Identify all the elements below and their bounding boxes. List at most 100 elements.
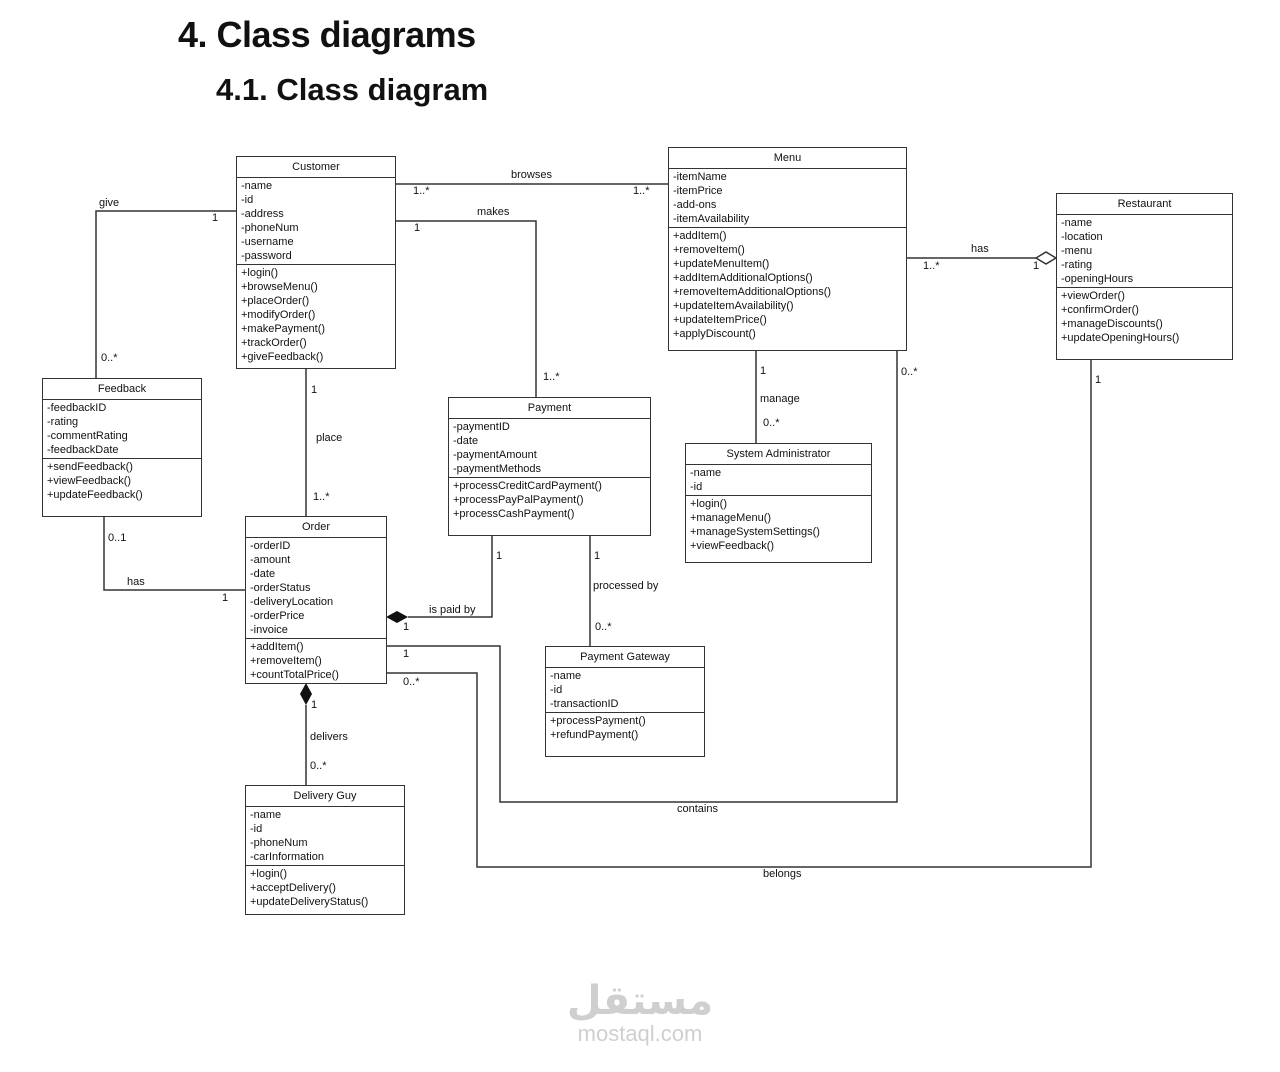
attribute: -orderPrice (250, 610, 305, 622)
multiplicity-delivers: 1 (311, 699, 318, 711)
multiplicity-delivers: 0..* (310, 760, 327, 772)
attribute: -name (250, 809, 282, 821)
association-label-contains: contains (677, 803, 718, 815)
attribute: -deliveryLocation (250, 596, 334, 608)
multiplicity-makes: 1 (414, 222, 421, 234)
watermark-latin: mostaql.com (577, 1021, 703, 1046)
method: +updateItemAvailability() (673, 300, 794, 312)
association-label-browses: browses (511, 169, 552, 181)
multiplicity-contains: 1 (403, 648, 410, 660)
association-label-give: give (99, 197, 120, 209)
class-restaurant: Restaurant-name-location-menu-rating-ope… (1056, 193, 1233, 360)
attributes: -name-id-address-phoneNum-username-passw… (237, 178, 395, 265)
attribute: -paymentMethods (453, 463, 542, 475)
method: +processCreditCardPayment() (453, 480, 602, 492)
attribute: -username (241, 236, 294, 248)
multiplicity-is-paid-by: 1 (496, 550, 503, 562)
multiplicity-belongs: 0..* (403, 676, 420, 688)
class-name: Payment (449, 398, 650, 419)
method: +processPayment() (550, 715, 646, 727)
association-label-makes: makes (477, 206, 510, 218)
association-label-is-paid-by: is paid by (429, 604, 476, 616)
method: +removeItemAdditionalOptions() (673, 286, 832, 298)
attributes: -paymentID-date-paymentAmount-paymentMet… (449, 419, 650, 478)
association-label-place: place (316, 432, 343, 444)
method: +browseMenu() (241, 281, 318, 293)
attribute: -id (690, 481, 703, 493)
methods: +login() +manageMenu() +manageSystemSettin… (686, 496, 871, 554)
attribute: -password (241, 250, 292, 262)
attributes: -itemName-itemPrice-add-ons-itemAvailabi… (669, 169, 906, 228)
attributes: -name -id (686, 465, 871, 496)
method: +makePayment() (241, 323, 326, 335)
association-label-manage: manage (760, 393, 800, 405)
class-delivery: Delivery Guy-name-id-phoneNum-carInforma… (245, 785, 405, 915)
method: +processPayPalPayment() (453, 494, 584, 506)
method: +sendFeedback() (47, 461, 133, 473)
multiplicity-is-paid-by: 1 (403, 621, 410, 633)
multiplicity-processed-by: 0..* (595, 621, 612, 633)
attribute: -openingHours (1061, 273, 1134, 285)
methods: +processCreditCardPayment() +processPayPa… (449, 478, 650, 522)
method: +confirmOrder() (1061, 304, 1139, 316)
method: +viewFeedback() (47, 475, 132, 487)
methods: +login()+browseMenu()+placeOrder()+modif… (237, 265, 395, 365)
multiplicity-has-menu: 1 (1033, 260, 1040, 272)
attribute: -rating (1061, 259, 1093, 271)
method: +giveFeedback() (241, 351, 324, 363)
attribute: -id (241, 194, 254, 206)
methods: +processPayment() +refundPayment() (546, 713, 704, 743)
method: +applyDiscount() (673, 328, 756, 340)
line-give (95, 210, 236, 378)
line-makes (395, 220, 537, 397)
attribute: -name (690, 467, 722, 479)
multiplicity-manage: 0..* (763, 417, 780, 429)
method: +login() (690, 498, 727, 510)
attribute: -id (550, 684, 563, 696)
attribute: -date (250, 568, 276, 580)
section-heading: 4. Class diagrams (178, 14, 476, 55)
multiplicity-has-feedback: 1 (222, 592, 229, 604)
class-feedback: Feedback-feedbackID-rating-commentRating… (42, 378, 202, 517)
methods: +addItem()+removeItem()+countTotalPrice(… (246, 639, 386, 683)
multiplicity-has-feedback: 0..1 (108, 532, 127, 544)
watermark-arabic: مستقل (566, 978, 714, 1024)
attribute: -carInformation (250, 851, 324, 863)
multiplicity-manage: 1 (760, 365, 767, 377)
attribute: -phoneNum (250, 837, 308, 849)
attribute: -location (1061, 231, 1103, 243)
class-gateway: Payment Gateway-name-id-transactionID+pr… (545, 646, 705, 757)
line-is-paid-by (408, 535, 493, 618)
attribute: -itemPrice (673, 185, 723, 197)
method: +countTotalPrice() (250, 669, 339, 681)
attribute: -feedbackID (47, 402, 107, 414)
class-order: Order-orderID-amount-date-orderStatus-de… (245, 516, 387, 684)
method: +trackOrder() (241, 337, 307, 349)
class-name: Payment Gateway (546, 647, 704, 668)
watermark: مستقل mostaql.com (560, 980, 720, 1046)
method: +acceptDelivery() (250, 882, 336, 894)
attribute: -add-ons (673, 199, 717, 211)
attribute: -date (453, 435, 479, 447)
class-payment: Payment-paymentID-date-paymentAmount-pay… (448, 397, 651, 536)
method: +addItem() (673, 230, 727, 242)
attribute: -id (250, 823, 263, 835)
method: +manageMenu() (690, 512, 772, 524)
multiplicity-browses: 1..* (413, 185, 430, 197)
attribute: -orderID (250, 540, 291, 552)
composition-diamond-delivery (300, 683, 312, 705)
association-label-has-feedback: has (127, 576, 145, 588)
method: +manageSystemSettings() (690, 526, 820, 538)
methods: +login()+acceptDelivery()+updateDelivery… (246, 866, 404, 910)
method: +refundPayment() (550, 729, 639, 741)
line-has-feedback (103, 516, 245, 591)
method: +addItem() (250, 641, 304, 653)
method: +viewOrder() (1061, 290, 1125, 302)
class-sysadmin: System Administrator-name-id+login()+man… (685, 443, 872, 563)
attribute: -paymentID (453, 421, 510, 433)
attribute: -itemName (673, 171, 727, 183)
attribute: -rating (47, 416, 79, 428)
method: +removeItem() (673, 244, 745, 256)
class-name: Feedback (43, 379, 201, 400)
method: +manageDiscounts() (1061, 318, 1163, 330)
